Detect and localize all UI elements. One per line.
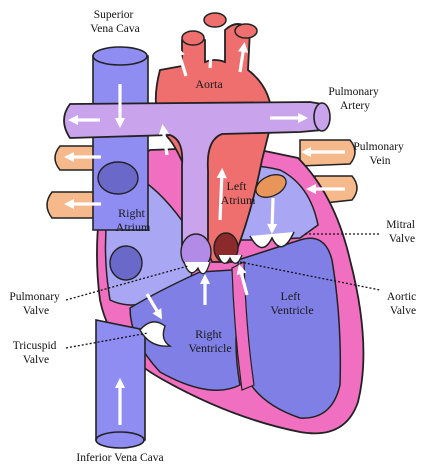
pulmonary-artery-end bbox=[313, 102, 331, 132]
arrow-lv-up bbox=[236, 264, 249, 296]
aorta-branch-1 bbox=[181, 30, 205, 46]
label-pulmonary-artery: Pulmonary Artery bbox=[328, 86, 381, 112]
label-tricuspid-valve: Tricuspid Valve bbox=[13, 340, 60, 366]
ivc-opening bbox=[109, 245, 143, 281]
aorta-branch-3 bbox=[234, 23, 258, 39]
label-inferior-vena-cava: Inferior Vena Cava bbox=[76, 452, 163, 464]
aortic-valve bbox=[213, 232, 243, 264]
arrow-pa-up bbox=[216, 167, 227, 221]
label-pulmonary-vein: Pulmonary Vein bbox=[353, 141, 406, 167]
mitral-valve bbox=[249, 231, 295, 249]
label-superior-vena-cava: Superior Vena Cava bbox=[90, 9, 140, 35]
label-pulmonary-valve: Pulmonary Valve bbox=[9, 291, 62, 317]
arrow-aorta-3 bbox=[238, 41, 249, 73]
septum bbox=[231, 261, 255, 391]
label-mitral-valve: Mitral Valve bbox=[386, 219, 418, 245]
pulmonary-valve bbox=[180, 233, 212, 275]
right-ventricle-chamber bbox=[129, 269, 241, 391]
pulmonary-artery bbox=[63, 101, 323, 252]
leader-lines bbox=[65, 233, 381, 349]
pulmonary-vein-opening bbox=[255, 174, 287, 198]
aorta-branch-2 bbox=[203, 12, 227, 28]
label-right-atrium: Right Atrium bbox=[116, 206, 151, 234]
flow-arrows bbox=[63, 35, 345, 425]
label-aorta: Aorta bbox=[195, 77, 223, 91]
label-left-atrium: Left Atrium bbox=[221, 179, 256, 207]
label-left-ventricle: Left Ventricle bbox=[270, 289, 313, 317]
svc-opening bbox=[97, 161, 139, 195]
label-aortic-valve: Aortic Valve bbox=[387, 291, 419, 317]
aorta bbox=[154, 23, 273, 263]
label-right-ventricle: Right Ventricle bbox=[188, 327, 231, 355]
arrow-aorta-1 bbox=[174, 46, 188, 77]
tricuspid-valve bbox=[139, 321, 173, 347]
arrow-aorta-2 bbox=[206, 35, 217, 69]
arrow-ra-down bbox=[145, 293, 163, 320]
arrow-la-down bbox=[267, 197, 278, 235]
arrow-aorta-up bbox=[158, 123, 169, 156]
